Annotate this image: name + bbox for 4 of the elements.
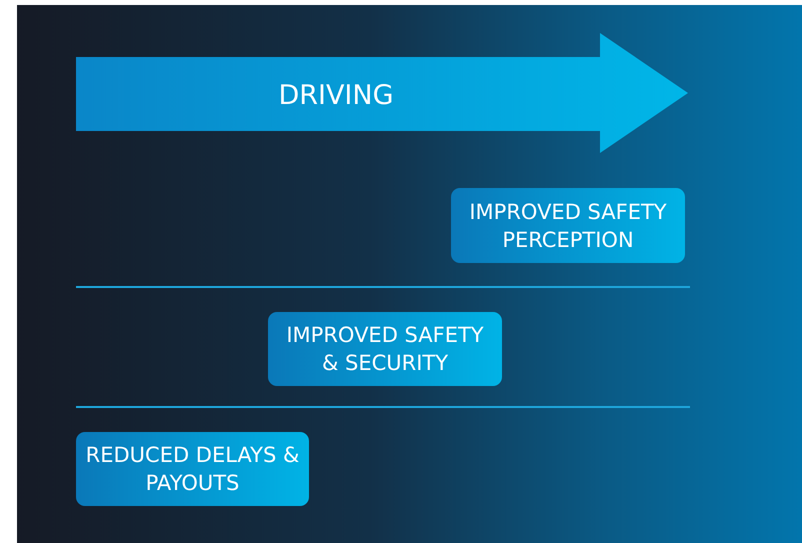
benefit-box: IMPROVED SAFETY PERCEPTION bbox=[451, 188, 685, 263]
benefit-box: REDUCED DELAYS & PAYOUTS bbox=[76, 432, 309, 506]
benefit-box: IMPROVED SAFETY & SECURITY bbox=[268, 312, 502, 386]
arrow-label: DRIVING bbox=[277, 79, 395, 113]
